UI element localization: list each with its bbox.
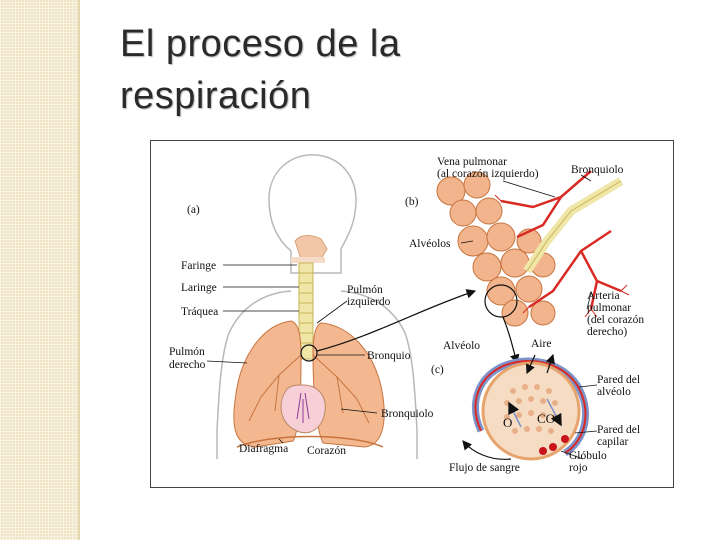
label-flujo-sangre: Flujo de sangre [449,462,520,474]
label-globulo-2: rojo [569,462,588,474]
decorative-sidebar [0,0,78,540]
label-faringe: Faringe [181,260,216,272]
label-arteria-3: (del corazón [587,314,644,326]
diagram-svg: (a) (b) (c) Faringe Laringe Tráquea Pulm… [151,141,673,487]
label-pared-capilar-1: Pared del [597,424,640,436]
label-diafragma: Diafragma [239,443,288,455]
label-corazon: Corazón [307,445,346,457]
label-alveolos: Alvéolos [409,238,451,250]
label-bronquiolo-b: Bronquiolo [571,164,624,176]
label-pulmon-izquierdo-1: Pulmón [347,284,383,296]
label-arteria-1: Arteria [587,290,620,302]
label-panel-a: (a) [187,204,200,216]
label-arteria-4: derecho) [587,326,627,338]
label-aire: Aire [531,338,551,350]
label-panel-b: (b) [405,196,419,208]
label-bronquio: Bronquio [367,350,411,362]
title-line-1: El proceso de la [120,23,401,65]
sidebar-divider [78,0,80,540]
title-line-2: respiración [120,75,311,117]
label-traquea: Tráquea [181,306,218,318]
label-co-mark: CO [537,411,555,426]
label-pulmon-derecho-1: Pulmón [169,346,205,358]
label-panel-c: (c) [431,364,444,376]
label-pared-alveolo-1: Pared del [597,374,640,386]
label-pulmon-izquierdo-2: izquierdo [347,296,391,308]
label-laringe: Laringe [181,282,217,294]
label-alveolo: Alvéolo [443,340,480,352]
alveolus-detail [463,355,586,459]
label-pared-capilar-2: capilar [597,436,628,448]
label-pulmon-derecho-2: derecho [169,359,206,371]
label-arteria-2: pulmonar [587,302,631,314]
label-vena-2: (al corazón izquierdo) [437,168,539,180]
label-pared-alveolo-2: alvéolo [597,386,631,398]
label-o-mark: O [503,415,512,430]
label-bronquiolo-a: Bronquiolo [381,408,434,420]
respiration-diagram: (a) (b) (c) Faringe Laringe Tráquea Pulm… [150,140,674,488]
slide-title: El proceso de la respiración [120,18,680,122]
label-globulo-1: Glóbulo [569,450,607,462]
label-vena-1: Vena pulmonar [437,156,507,168]
